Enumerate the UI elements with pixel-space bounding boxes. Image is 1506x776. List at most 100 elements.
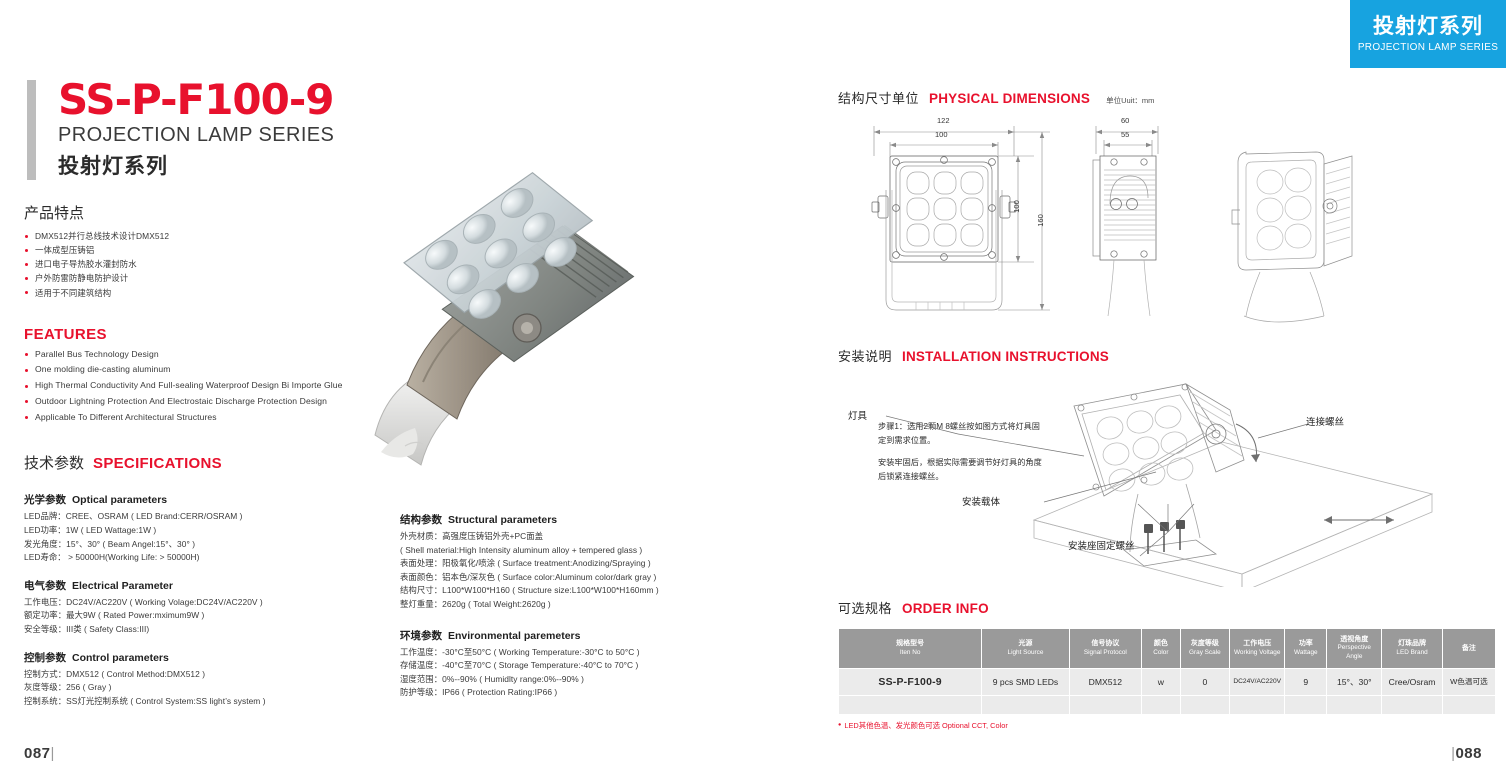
product-photo (345, 160, 645, 490)
column-header-led-brand: 灯珠品牌 LED Brand (1381, 628, 1443, 669)
list-item: Applicable To Different Architectural St… (24, 411, 364, 425)
list-item: 适用于不同建筑结构 (24, 286, 364, 300)
cell-empty (1326, 694, 1383, 715)
list-item: 一体成型压铸铝 (24, 243, 364, 257)
product-photo-lens (403, 171, 594, 319)
column-header-color: 颜色 Color (1140, 628, 1181, 669)
callout-base-screw: 安装座固定螺丝 (1068, 541, 1135, 552)
list-item: One molding die-casting aluminum (24, 363, 364, 377)
spec-line: 表面颜色：铝本色/深灰色 ( Surface color:Aluminum co… (400, 571, 657, 582)
cell-led-brand: Cree/Osram (1381, 667, 1443, 696)
cell-light-source: 9 pcs SMD LEDs (981, 667, 1070, 696)
column-header-perspective-angle: 透视角度 Perspective Angle (1326, 628, 1383, 669)
specifications-heading-en: SPECIFICATIONS (93, 455, 222, 473)
cell-wattage: 9 (1284, 667, 1328, 696)
dimensions-unit: 单位Uuit：mm (1106, 96, 1155, 105)
page-number-left: 087| (24, 745, 55, 762)
dim-label-front-inner-width: 100 (935, 130, 948, 139)
dimensions-heading: 结构尺寸单位 PHYSICAL DIMENSIONS 单位Uuit：mm (838, 88, 1154, 107)
features-en-heading: FEATURES (24, 325, 107, 343)
cell-empty (1140, 694, 1181, 715)
order-info-note: LED其他色温、发光颜色可选 Optional CCT, Color (838, 720, 1007, 731)
column-header-item-no: 规格型号 Iten No (837, 628, 983, 669)
series-subtitle-cn: 投射灯系列 (58, 155, 168, 179)
table-row (837, 694, 1497, 715)
cell-color: w (1140, 667, 1181, 696)
column-header-wattage: 功率 Wattage (1284, 628, 1328, 669)
order-info-table: 规格型号 Iten No 光源 Light Source 信号协议 Signal… (837, 628, 1497, 715)
dim-label-front-total-height: 160 (1035, 214, 1045, 227)
cell-empty (1284, 694, 1328, 715)
spec-line: 防护等级：IP66 ( Protection Rating:IP66 ) (400, 687, 558, 698)
spec-line: 湿度范围：0%--90% ( Humidlty range:0%--90% ) (400, 673, 584, 684)
spec-line: 灰度等级：256 ( Gray ) (24, 682, 112, 693)
series-badge: 投射灯系列 PROJECTION LAMP SERIES (1350, 0, 1506, 68)
dimensions-heading-en: PHYSICAL DIMENSIONS (929, 91, 1091, 106)
cell-remark: W色温可选 (1441, 667, 1497, 696)
list-item: Outdoor Lightning Protection And Electro… (24, 395, 364, 409)
list-item: Parallel Bus Technology Design (24, 348, 364, 362)
spec-group-control: 控制参数 Control parameters 控制方式：DMX512 ( Con… (24, 650, 364, 709)
spec-group-title-en: Electrical Parameter (72, 579, 173, 592)
cell-empty (1068, 694, 1142, 715)
specifications-heading: 技术参数 SPECIFICATIONS (24, 452, 364, 479)
installation-heading-en: INSTALLATION INSTRUCTIONS (902, 349, 1110, 364)
dimensions-heading-cn: 结构尺寸单位 (838, 91, 920, 106)
dimensions-drawing: 122 100 100 160 60 55 (838, 112, 1498, 327)
cell-empty (1381, 694, 1443, 715)
page-divider: | (1451, 745, 1456, 762)
list-item: 进口电子导热胶水灌封防水 (24, 257, 364, 271)
features-cn-list: DMX512并行总线技术设计DMX512 一体成型压铸铝 进口电子导热胶水灌封防… (24, 229, 364, 300)
features-cn-section: 产品特点 DMX512并行总线技术设计DMX512 一体成型压铸铝 进口电子导热… (24, 202, 364, 300)
spec-line: 发光角度：15°、30° ( Beam Angel:15°、30° ) (24, 538, 196, 549)
features-cn-heading: 产品特点 (24, 205, 85, 223)
order-info-heading-en: ORDER INFO (902, 601, 989, 616)
column-header-remark: 备注 (1441, 628, 1497, 669)
dim-label-side-outer-width: 60 (1121, 116, 1130, 125)
spec-line: 存储温度：-40°C至70°C ( Storage Temperature:-4… (400, 660, 639, 671)
spec-group-title-en: Environmental paremeters (448, 629, 581, 642)
cell-working-voltage: DC24V/AC220V (1228, 667, 1286, 696)
column-header-gray-scale: 灰度等级 Gray Scale (1179, 628, 1230, 669)
order-info-heading-cn: 可选规格 (838, 601, 893, 616)
spec-line: 额定功率：最大9W ( Rated Power:mximum9W ) (24, 610, 205, 621)
cell-empty (837, 694, 983, 715)
series-badge-cn: 投射灯系列 (1373, 14, 1483, 38)
page-number-right: |088 (1451, 745, 1482, 762)
spec-line: LED功率：1W ( LED Wattage:1W ) (24, 525, 157, 535)
spec-line: LED寿命： > 50000H(Working Life: > 50000H) (24, 552, 200, 563)
spec-line: 外壳材质：高强度压铸铝外壳+PC面盖 (400, 531, 544, 541)
order-info-heading: 可选规格 ORDER INFO (838, 598, 989, 617)
list-item: High Thermal Conductivity And Full-seali… (24, 379, 364, 393)
page-divider: | (50, 745, 55, 762)
title-block: SS-P-F100-9 PROJECTION LAMP SERIES 投射灯系列 (24, 77, 364, 181)
column-header-signal-protocol: 信号协议 Signal Protocol (1068, 628, 1142, 669)
installation-steps: 步骤1：选用2颗M 8螺丝按如图方式将灯具固定到需求位置。 安装牢固后，根据实际… (878, 420, 1048, 484)
spec-line: 安全等级：III类 ( Safety Class:III) (24, 624, 150, 635)
column-header-light-source: 光源 Light Source (981, 628, 1070, 669)
spec-line: 表面处理：阳极氧化/喷涂 ( Surface treatment:Anodizi… (400, 558, 651, 569)
installation-drawing: 灯具 连接螺丝 安装载体 安装座固定螺丝 (838, 372, 1498, 587)
spec-group-title-cn: 结构参数 (400, 514, 442, 526)
spec-group-title-en: Control parameters (72, 651, 169, 664)
spec-line: 结构尺寸：L100*W100*H160 ( Structure size:L10… (400, 585, 659, 596)
installation-heading-cn: 安装说明 (838, 349, 893, 364)
left-column: SS-P-F100-9 PROJECTION LAMP SERIES 投射灯系列… (24, 77, 364, 708)
spec-group-title-cn: 控制参数 (24, 651, 66, 664)
spec-group-title-en: Optical parameters (72, 494, 168, 507)
cell-empty (981, 694, 1070, 715)
spec-group-title-cn: 环境参数 (400, 629, 442, 642)
spec-line: 工作温度：-30°C至50°C ( Working Temperature:-3… (400, 646, 640, 657)
installation-heading: 安装说明 INSTALLATION INSTRUCTIONS (838, 346, 1109, 365)
spec-group-title-cn: 光学参数 (24, 494, 66, 507)
series-badge-en: PROJECTION LAMP SERIES (1357, 42, 1499, 54)
spec-line: 控制方式：DMX512 ( Control Method:DMX512 ) (24, 668, 206, 679)
product-photo-knob (512, 313, 542, 343)
specifications-section: 技术参数 SPECIFICATIONS 光学参数 Optical paramete… (24, 452, 364, 708)
specifications-heading-cn: 技术参数 (24, 455, 85, 473)
spec-group-title-cn: 电气参数 (24, 579, 66, 592)
installation-step-1: 步骤1：选用2颗M 8螺丝按如图方式将灯具固定到需求位置。 (878, 422, 1040, 446)
